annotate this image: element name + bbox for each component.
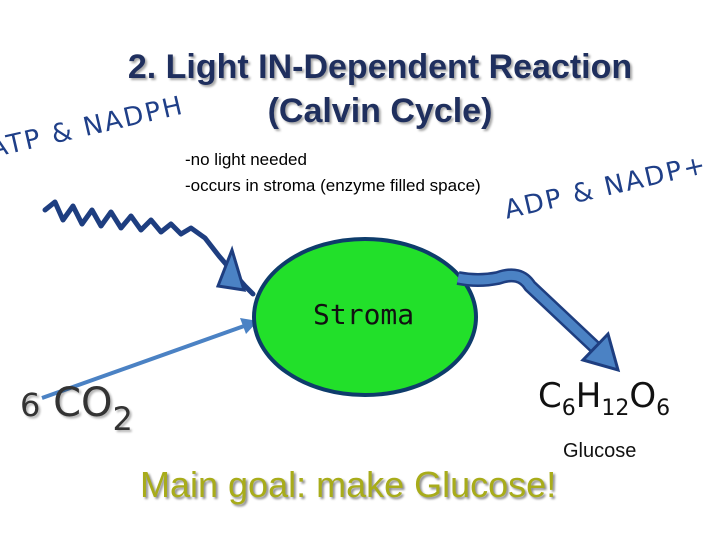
co2-input-arrow <box>41 319 259 400</box>
glucose-formula: C6H12O6 <box>538 376 670 421</box>
formula-o-sub: 6 <box>656 396 671 421</box>
carbon-dioxide-label: 6 CO2 <box>20 380 133 438</box>
bullet-no-light: -no light needed <box>185 150 307 169</box>
formula-o: O <box>629 376 657 416</box>
glucose-label: Glucose <box>563 440 637 462</box>
glucose-output-arrow-head <box>580 331 621 373</box>
stroma-label: Stroma <box>313 298 415 331</box>
co2-formula: CO <box>53 380 113 426</box>
slide-title-line-2: (Calvin Cycle) <box>267 92 493 130</box>
main-goal-text: Main goal: make Glucose! <box>140 464 557 505</box>
energy-squiggle-arrow <box>42 199 256 297</box>
energy-arrow-head <box>215 245 247 292</box>
slide-title-line-1: 2. Light IN-Dependent Reaction <box>127 48 633 86</box>
formula-h-sub: 12 <box>601 396 630 421</box>
formula-c-sub: 6 <box>561 396 576 421</box>
co2-coefficient: 6 <box>20 386 41 424</box>
stroma-ellipse <box>252 237 478 397</box>
formula-c: C <box>538 376 562 416</box>
formula-h: H <box>575 376 602 416</box>
co2-subscript: 2 <box>112 400 133 438</box>
bullet-stroma-location: -occurs in stroma (enzyme filled space) <box>185 176 481 195</box>
